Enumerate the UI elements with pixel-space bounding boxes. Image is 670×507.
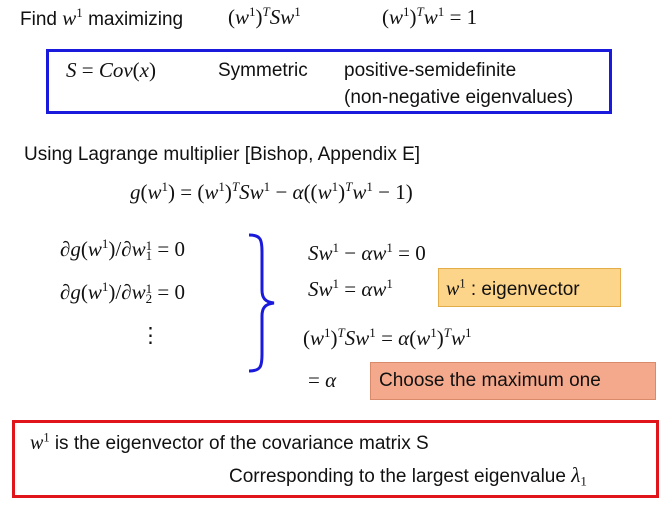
choose-max-label: Choose the maximum one [379, 370, 601, 391]
eigenvector-label: : eigenvector [470, 279, 580, 300]
conclusion-line-2-text: Corresponding to the largest eigenvalue [229, 466, 566, 487]
covariance-definition: S = Cov(x) [66, 58, 156, 82]
find-label: Find [20, 9, 57, 30]
conclusion-line-1: w1 is the eigenvector of the covariance … [30, 430, 429, 454]
conclusion-box [12, 420, 659, 498]
title-line: Find w1 maximizing [20, 6, 183, 31]
eigen-equation: Sw1 = αw1 [308, 275, 393, 301]
definition-box [46, 49, 612, 114]
eigenvector-note: w1 : eigenvector [446, 276, 580, 300]
eigen-equation-zero: Sw1 − αw1 = 0 [308, 239, 426, 265]
eigenvector-highlight [438, 268, 621, 307]
maximizing-label: maximizing [88, 9, 184, 30]
conclusion-line-2: Corresponding to the largest eigenvalue … [229, 463, 587, 488]
choose-max-highlight [370, 362, 656, 400]
vertical-ellipsis: ⋮ [140, 323, 161, 347]
objective-formula: (w1)TSw1 [228, 3, 301, 29]
symmetric-label: Symmetric [218, 60, 308, 81]
nonneg-eigenvalues-label: (non-negative eigenvalues) [344, 87, 574, 108]
alpha-result: = α [308, 368, 337, 392]
lagrangian-formula: g(w1) = (w1)TSw1 − α((w1)Tw1 − 1) [130, 178, 413, 204]
lambda-symbol: λ [571, 463, 581, 487]
psd-label: positive-semidefinite [344, 60, 517, 81]
lambda-subscript: 1 [580, 473, 587, 489]
w1-symbol: w1 [62, 4, 83, 30]
right-brace-icon [248, 233, 275, 373]
constraint-formula: (w1)Tw1 = 1 [382, 3, 478, 29]
conclusion-line-1-text: is the eigenvector of the covariance mat… [54, 433, 429, 454]
quadratic-form-equation: (w1)TSw1 = α(w1)Tw1 [303, 324, 472, 350]
lagrange-text: Using Lagrange multiplier [Bishop, Appen… [24, 144, 421, 165]
